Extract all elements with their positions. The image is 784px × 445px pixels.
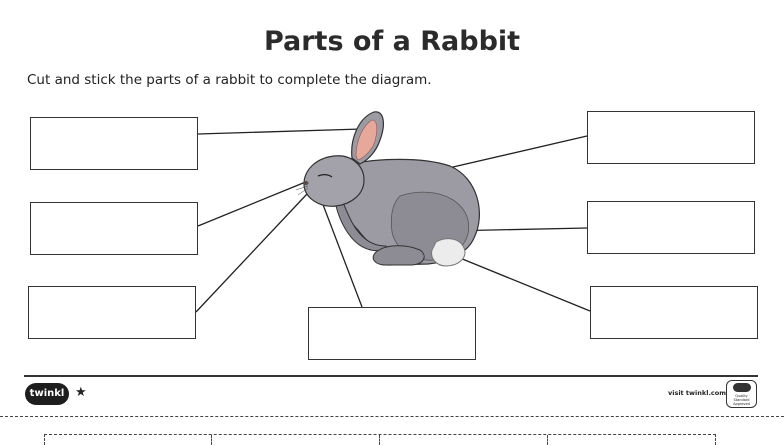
cut-out-strip — [44, 434, 716, 445]
label-box-bottom-left[interactable] — [28, 286, 196, 339]
footer-divider — [24, 375, 758, 377]
connector-tail — [454, 255, 591, 312]
connector-front-leg — [321, 201, 363, 308]
rabbit-back-foot — [372, 245, 425, 266]
quality-badge: Quality Standard Approved — [726, 380, 757, 408]
rabbit-nose — [303, 181, 309, 185]
cut-divider — [379, 435, 380, 445]
badge-emblem-icon — [732, 383, 751, 392]
connector-ear — [197, 128, 363, 135]
connector-whiskers — [195, 193, 308, 313]
rabbit-ear-inner — [355, 119, 378, 161]
rabbit-tail — [431, 238, 466, 267]
visit-link-text: visit twinkl.com — [668, 389, 727, 397]
star-icon: ★ — [75, 385, 87, 400]
label-box-middle-left[interactable] — [30, 202, 198, 255]
page-title: Parts of a Rabbit — [263, 26, 521, 57]
label-box-middle-right[interactable] — [587, 201, 755, 254]
label-box-top-left[interactable] — [30, 117, 198, 170]
label-box-top-right[interactable] — [587, 111, 755, 164]
instruction-text: Cut and stick the parts of a rabbit to c… — [27, 72, 432, 88]
badge-text: Quality Standard Approved — [733, 394, 750, 406]
connector-body — [439, 135, 588, 171]
rabbit-head — [303, 155, 365, 207]
twinkl-logo: twinkl — [25, 383, 69, 405]
cut-divider — [211, 435, 212, 445]
connector-lines — [195, 128, 591, 313]
rabbit-whiskers — [295, 185, 309, 196]
connector-nose — [197, 180, 309, 227]
rabbit-eye — [317, 173, 333, 178]
label-box-bottom-center[interactable] — [308, 307, 476, 360]
cut-divider — [547, 435, 548, 445]
rabbit-illustration — [295, 111, 480, 267]
label-box-bottom-right[interactable] — [590, 286, 758, 339]
cut-line — [0, 416, 784, 417]
